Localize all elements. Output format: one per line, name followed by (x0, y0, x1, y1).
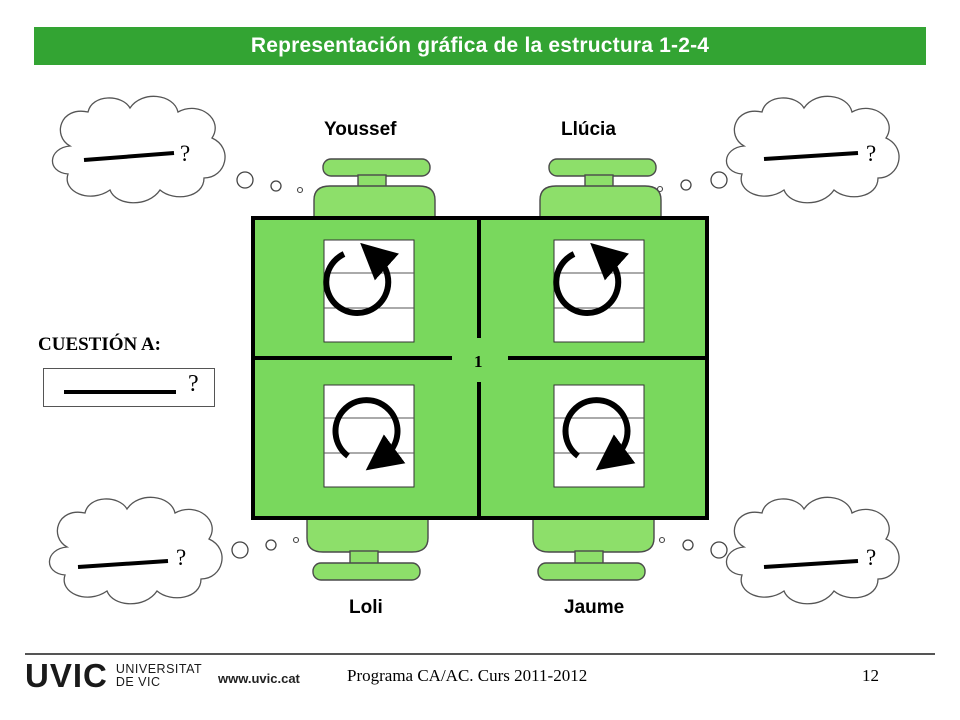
paper-top-left (323, 239, 415, 343)
rotation-arrow-icon (562, 397, 636, 471)
chair-bottom-left (306, 517, 429, 581)
thought-bubble-dot (231, 541, 249, 559)
thought-cloud-top-left: ? (51, 95, 304, 204)
table-number: 1 (474, 352, 483, 371)
logo-line-1: UNIVERSITAT (115, 662, 203, 676)
thought-bubble-dot (236, 171, 254, 189)
chair-top-right (539, 158, 662, 219)
answer-blank-line (64, 390, 176, 394)
chair-top-left (313, 158, 436, 219)
question-mark: ? (188, 371, 199, 397)
thought-bubble-dot (296, 186, 304, 194)
thought-cloud-bottom-right: ? (658, 496, 900, 605)
thought-cloud-bottom-left: ? (48, 496, 300, 605)
name-jaume: Jaume (564, 597, 625, 618)
question-mark: ? (866, 545, 876, 570)
answer-blank-line (763, 151, 859, 161)
logo-mark: UVIC (25, 657, 108, 694)
thought-bubble-dot (270, 180, 282, 192)
slide-title: Representación gráfica de la estructura … (250, 34, 710, 57)
thought-bubble-dot (265, 539, 277, 551)
cuestion-label: CUESTIÓN A: (38, 334, 161, 355)
question-mark: ? (176, 545, 186, 570)
answer-blank-line (763, 559, 859, 569)
thought-bubble-dot (680, 179, 692, 191)
thought-bubble-dot (682, 539, 694, 551)
uvic-logo: UVIC UNIVERSITAT DE VIC (25, 657, 202, 694)
rotation-arrow-icon (553, 242, 629, 316)
title-bar: Representación gráfica de la estructura … (34, 27, 926, 65)
footer-url[interactable]: www.uvic.cat (218, 671, 300, 686)
cuestion-answer-box: ? (43, 368, 215, 407)
paper-top-right (553, 239, 645, 343)
thought-bubble-dot (710, 541, 728, 559)
page-number: 12 (862, 666, 879, 685)
thought-bubble-dot (292, 536, 300, 544)
rotation-arrow-icon (323, 242, 399, 316)
name-youssef: Youssef (324, 119, 397, 140)
logo-subtitle: UNIVERSITAT DE VIC (116, 663, 202, 689)
footer-divider (25, 653, 935, 655)
rotation-arrow-icon (332, 397, 406, 471)
thought-bubble-dot (710, 171, 728, 189)
answer-blank-line (77, 559, 169, 569)
thought-cloud-top-right: ? (656, 95, 900, 204)
name-loli: Loli (349, 597, 383, 618)
paper-bottom-right (553, 384, 645, 488)
footer-program: Programa CA/AC. Curs 2011-2012 (347, 666, 588, 685)
name-llucia: Llúcia (561, 119, 616, 140)
question-mark: ? (180, 141, 190, 166)
question-mark: ? (866, 141, 876, 166)
paper-bottom-left (323, 384, 415, 488)
logo-line-2: DE VIC (115, 675, 161, 689)
thought-bubble-dot (658, 536, 666, 544)
chair-bottom-right (532, 517, 655, 581)
answer-blank-line (83, 151, 175, 162)
